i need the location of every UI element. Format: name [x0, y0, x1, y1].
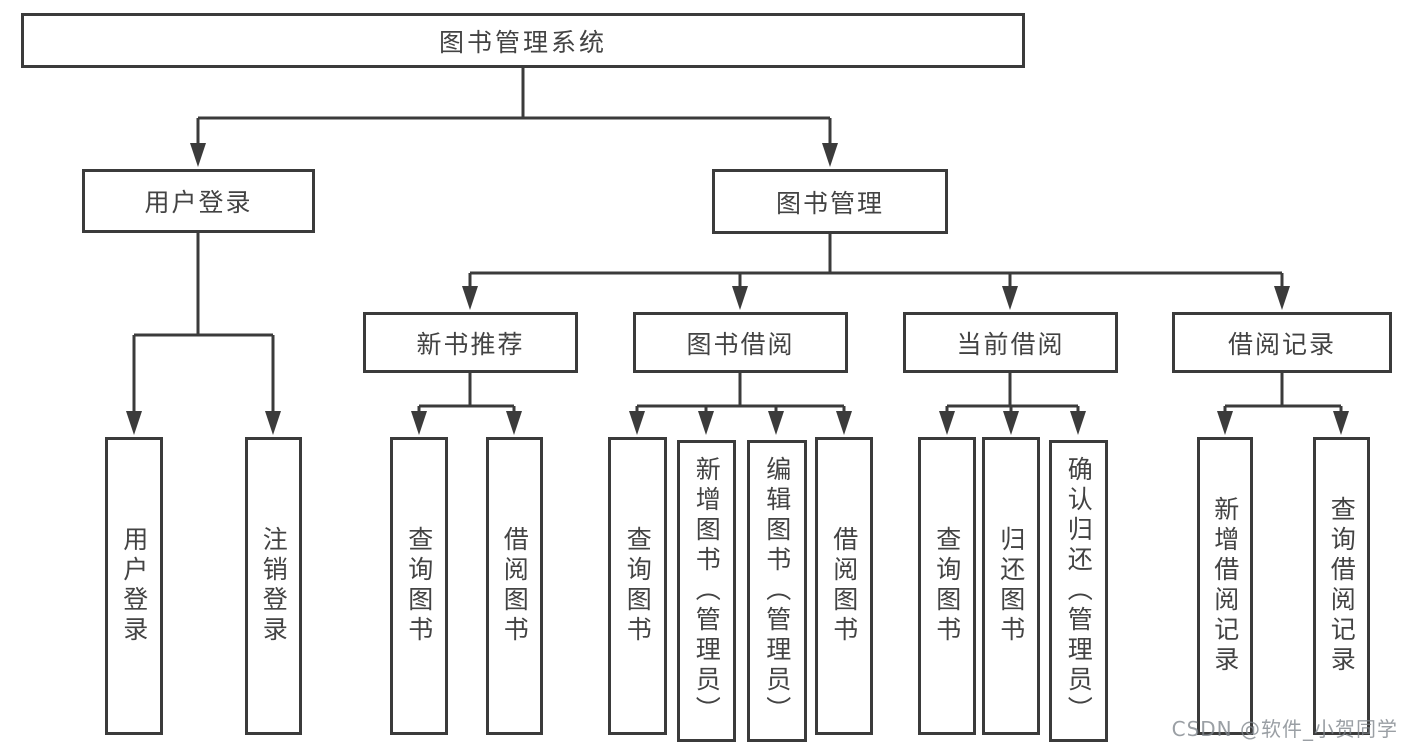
- connector-book-borrow-to-leaves: [629, 372, 852, 435]
- watermark: CSDN @软件_小贺同学: [1171, 717, 1398, 741]
- leaf-cb-confirm-return-admin-label: 确认归还（管理员）: [1064, 456, 1094, 726]
- leaf-bb-edit-books-admin-label: 编辑图书（管理员）: [762, 456, 792, 726]
- node-book-borrow: 图书借阅: [633, 312, 848, 373]
- node-user-login: 用户登录: [82, 169, 315, 233]
- leaf-br-add-record: 新增借阅记录: [1197, 437, 1253, 735]
- leaf-br-query-record-label: 查询借阅记录: [1327, 496, 1357, 676]
- leaf-cb-confirm-return-admin: 确认归还（管理员）: [1049, 440, 1108, 742]
- leaf-cb-query-books: 查询图书: [918, 437, 976, 735]
- leaf-bb-edit-books-admin: 编辑图书（管理员）: [747, 440, 807, 742]
- leaf-logout-label: 注销登录: [259, 526, 289, 646]
- node-borrow-records: 借阅记录: [1172, 312, 1392, 373]
- connector-new-book-recommend-to-leaves: [411, 372, 522, 435]
- connector-borrow-records-to-leaves: [1217, 372, 1349, 435]
- leaf-user-login: 用户登录: [105, 437, 163, 735]
- node-root: 图书管理系统: [21, 13, 1025, 68]
- connector-current-borrow-to-leaves: [939, 372, 1086, 435]
- connector-book-management-to-level3: [462, 234, 1290, 310]
- leaf-bb-add-books-admin: 新增图书（管理员）: [677, 440, 736, 742]
- node-book-management: 图书管理: [712, 169, 948, 234]
- leaf-bb-borrow-books: 借阅图书: [815, 437, 873, 735]
- node-new-book-recommend: 新书推荐: [363, 312, 578, 373]
- leaf-nbr-query-books: 查询图书: [390, 437, 448, 735]
- leaf-bb-add-books-admin-label: 新增图书（管理员）: [692, 456, 722, 726]
- node-current-borrow: 当前借阅: [903, 312, 1118, 373]
- leaf-bb-query-books: 查询图书: [608, 437, 667, 735]
- connector-user-login-to-leaves: [126, 233, 281, 435]
- leaf-br-query-record: 查询借阅记录: [1313, 437, 1370, 735]
- leaf-cb-return-books-label: 归还图书: [996, 526, 1026, 646]
- leaf-bb-query-books-label: 查询图书: [623, 526, 653, 646]
- leaf-nbr-query-books-label: 查询图书: [404, 526, 434, 646]
- leaf-nbr-borrow-books: 借阅图书: [486, 437, 543, 735]
- leaf-bb-borrow-books-label: 借阅图书: [829, 526, 859, 646]
- leaf-user-login-label: 用户登录: [119, 526, 149, 646]
- leaf-cb-query-books-label: 查询图书: [932, 526, 962, 646]
- leaf-cb-return-books: 归还图书: [982, 437, 1040, 735]
- leaf-br-add-record-label: 新增借阅记录: [1210, 496, 1240, 676]
- leaf-nbr-borrow-books-label: 借阅图书: [500, 526, 530, 646]
- connector-root-to-level2: [190, 68, 838, 167]
- leaf-logout: 注销登录: [245, 437, 302, 735]
